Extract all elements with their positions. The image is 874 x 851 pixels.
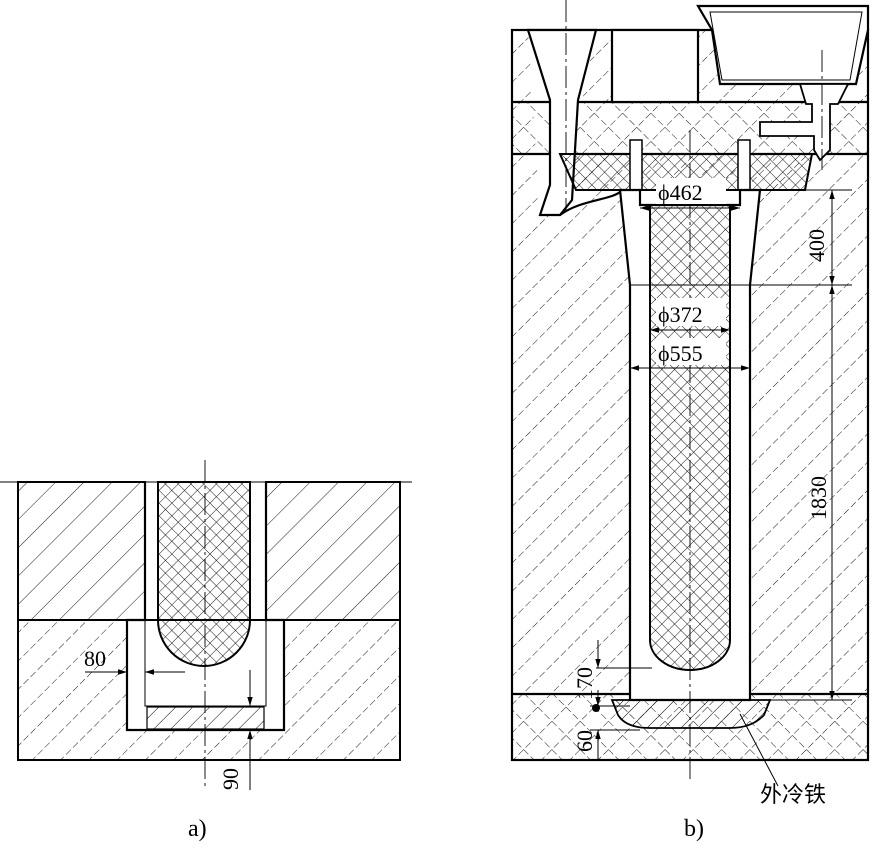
dim-1830-text: 1830 xyxy=(806,476,831,520)
chill-leader-line xyxy=(739,713,779,787)
pouring-basin-inner xyxy=(709,11,863,81)
dim-60-text: 60 xyxy=(572,730,597,752)
casting-inner-wall xyxy=(144,620,267,707)
dim-555-bg xyxy=(656,338,726,365)
cavity-outline xyxy=(125,482,286,732)
dim-372-bg xyxy=(656,298,726,326)
dim-462-text: ϕ462 xyxy=(658,180,703,205)
dim-dot xyxy=(592,704,600,712)
dim-170-text: 170 xyxy=(572,667,597,700)
bottom-chill-plate xyxy=(146,706,265,730)
dim-90-text: 90 xyxy=(218,768,243,790)
dim-462-bg xyxy=(656,178,726,204)
sprue-channel xyxy=(559,191,621,216)
dim-555-text: ϕ555 xyxy=(658,341,703,366)
dim-372-text: ϕ372 xyxy=(658,302,703,327)
figure-a: 80 90 a) xyxy=(0,460,412,842)
bolt-left xyxy=(629,139,643,191)
figure-b: ϕ462 ϕ372 ϕ555 400 1830 170 60 xyxy=(510,0,870,842)
pouring-basin xyxy=(696,4,870,86)
core xyxy=(157,481,251,667)
dim-80-text: 80 xyxy=(84,646,106,671)
riser-channel xyxy=(759,83,850,162)
caption-b: b) xyxy=(684,816,704,842)
bolt-right xyxy=(737,139,751,191)
caption-a: a) xyxy=(188,816,207,842)
mold-body-section xyxy=(512,30,868,760)
chill-label: 外冷铁 xyxy=(760,783,826,808)
outer-chill xyxy=(610,699,772,729)
top-gap xyxy=(610,28,700,104)
dim-400-text: 400 xyxy=(804,229,829,262)
